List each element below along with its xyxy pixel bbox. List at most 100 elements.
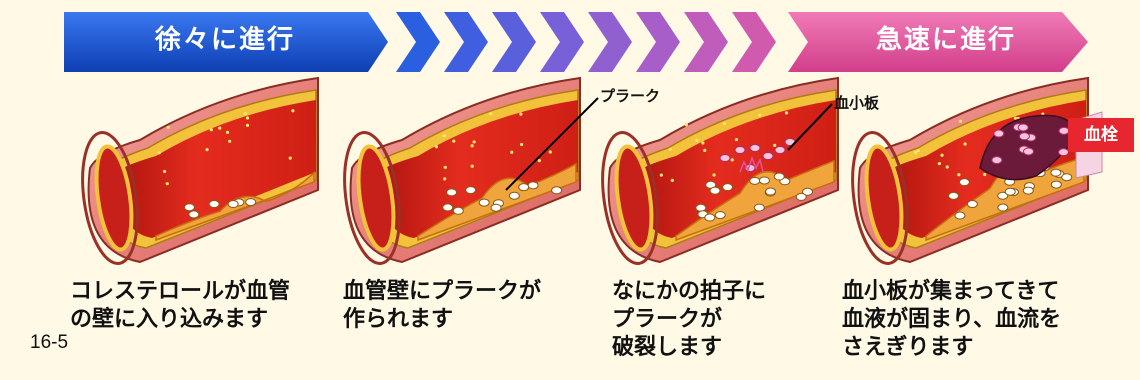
plaque-cell — [1005, 188, 1015, 195]
caption-line: 血小板が集まってきて — [842, 278, 1061, 306]
plaque-cell — [754, 204, 764, 211]
blood-speck — [701, 141, 704, 144]
blood-speck — [758, 114, 761, 117]
banner-chevron — [636, 12, 680, 72]
platelet — [1018, 124, 1028, 131]
platelet — [735, 147, 745, 154]
vessel-stage-2 — [337, 78, 580, 267]
blood-speck — [519, 113, 522, 116]
plaque-cell — [528, 182, 538, 189]
blood-speck — [473, 140, 476, 143]
banner-chevron — [540, 12, 584, 72]
plaque-cell — [750, 177, 760, 184]
plaque-label: プラーク — [600, 85, 660, 106]
stage-2-caption: 血管壁にプラークが 作られます — [343, 278, 541, 334]
blood-speck — [773, 144, 776, 147]
blood-speck — [660, 174, 663, 177]
blood-speck — [471, 165, 474, 168]
plaque-cell — [796, 193, 806, 200]
blood-speck — [712, 173, 715, 176]
figure-number: 16-5 — [30, 332, 68, 354]
plaque-cell — [949, 192, 959, 199]
caption-line: 血液が固まり、血流を — [842, 306, 1061, 334]
plaque-cell — [453, 207, 463, 214]
blood-speck — [685, 123, 688, 126]
plaque-cell — [710, 187, 720, 194]
blood-speck — [210, 128, 213, 131]
blood-speck — [1014, 117, 1017, 120]
blood-speck — [163, 170, 166, 173]
banner-slow-label: 徐々に進行 — [155, 20, 295, 60]
blood-speck — [452, 139, 455, 142]
stage-4-caption: 血小板が集まってきて 血液が固まり、血流を さえぎります — [842, 278, 1061, 362]
blood-speck — [723, 122, 726, 125]
platelet — [1019, 133, 1029, 140]
plaque-cell — [1062, 174, 1072, 181]
plaque-cell — [443, 204, 453, 211]
platelet — [992, 157, 1002, 164]
platelet — [994, 130, 1004, 137]
blood-speck — [785, 111, 788, 114]
plaque-cell — [184, 204, 194, 211]
plaque-cell — [1023, 187, 1033, 194]
plaque-cell — [696, 204, 706, 211]
blood-speck — [731, 158, 734, 161]
plaque-cell — [189, 211, 199, 218]
plaque-cell — [759, 177, 769, 184]
plaque-cell — [967, 201, 977, 208]
caption-line: さえぎります — [842, 334, 1061, 362]
blood-speck — [538, 159, 541, 162]
plaque-cell — [479, 199, 489, 206]
plaque-cell — [723, 184, 733, 191]
plaque-cell — [491, 204, 501, 211]
blood-speck — [291, 109, 294, 112]
blood-speck — [246, 116, 249, 119]
banner-chevron — [444, 12, 488, 72]
blood-speck — [983, 173, 986, 176]
plaque-cell — [466, 187, 476, 194]
blood-speck — [917, 149, 920, 152]
caption-line: なにかの拍子に — [612, 278, 766, 306]
platelet — [720, 155, 730, 162]
vessel-stage-1 — [75, 78, 318, 267]
vessel-stage-4 — [845, 78, 1102, 267]
plaque-cell — [1051, 181, 1061, 188]
platelet-label: 血小板 — [834, 92, 879, 113]
stage-3-caption: なにかの拍子に プラークが 破裂します — [612, 278, 766, 362]
blood-speck — [435, 145, 438, 148]
plaque-cell — [715, 212, 725, 219]
blood-speck — [228, 140, 231, 143]
plaque-cell — [552, 187, 562, 194]
blood-speck — [443, 177, 446, 180]
blood-speck — [959, 120, 962, 123]
caption-line: 破裂します — [612, 334, 766, 362]
platelet — [775, 147, 785, 154]
blood-speck — [166, 182, 169, 185]
stage-1-caption: コレステロールが血管 の壁に入り込みます — [70, 278, 290, 334]
plaque-cell — [447, 189, 457, 196]
plaque-cell — [959, 179, 969, 186]
plaque-cell — [509, 192, 519, 199]
blood-speck — [471, 144, 474, 147]
caption-line: の壁に入り込みます — [70, 306, 290, 334]
caption-line: プラークが — [612, 306, 766, 334]
caption-line: 血管壁にプラークが — [343, 278, 541, 306]
plaque-cell — [705, 214, 715, 221]
blood-speck — [940, 154, 943, 157]
blood-speck — [703, 149, 706, 152]
blood-speck — [695, 139, 698, 142]
banner-chevron — [588, 12, 632, 72]
vessel-stage-3 — [595, 78, 838, 267]
blood-speck — [289, 157, 292, 160]
blood-speck — [946, 165, 949, 168]
banner-chevron — [732, 12, 776, 72]
banner-fast-label: 急速に進行 — [876, 20, 1016, 60]
clot-label: 血栓 — [1068, 118, 1134, 152]
blood-speck — [443, 134, 446, 137]
caption-line: 作られます — [343, 306, 541, 334]
blood-speck — [246, 124, 249, 127]
blood-speck — [549, 150, 552, 153]
blood-speck — [218, 127, 221, 130]
blood-speck — [510, 151, 513, 154]
blood-speck — [914, 151, 917, 154]
